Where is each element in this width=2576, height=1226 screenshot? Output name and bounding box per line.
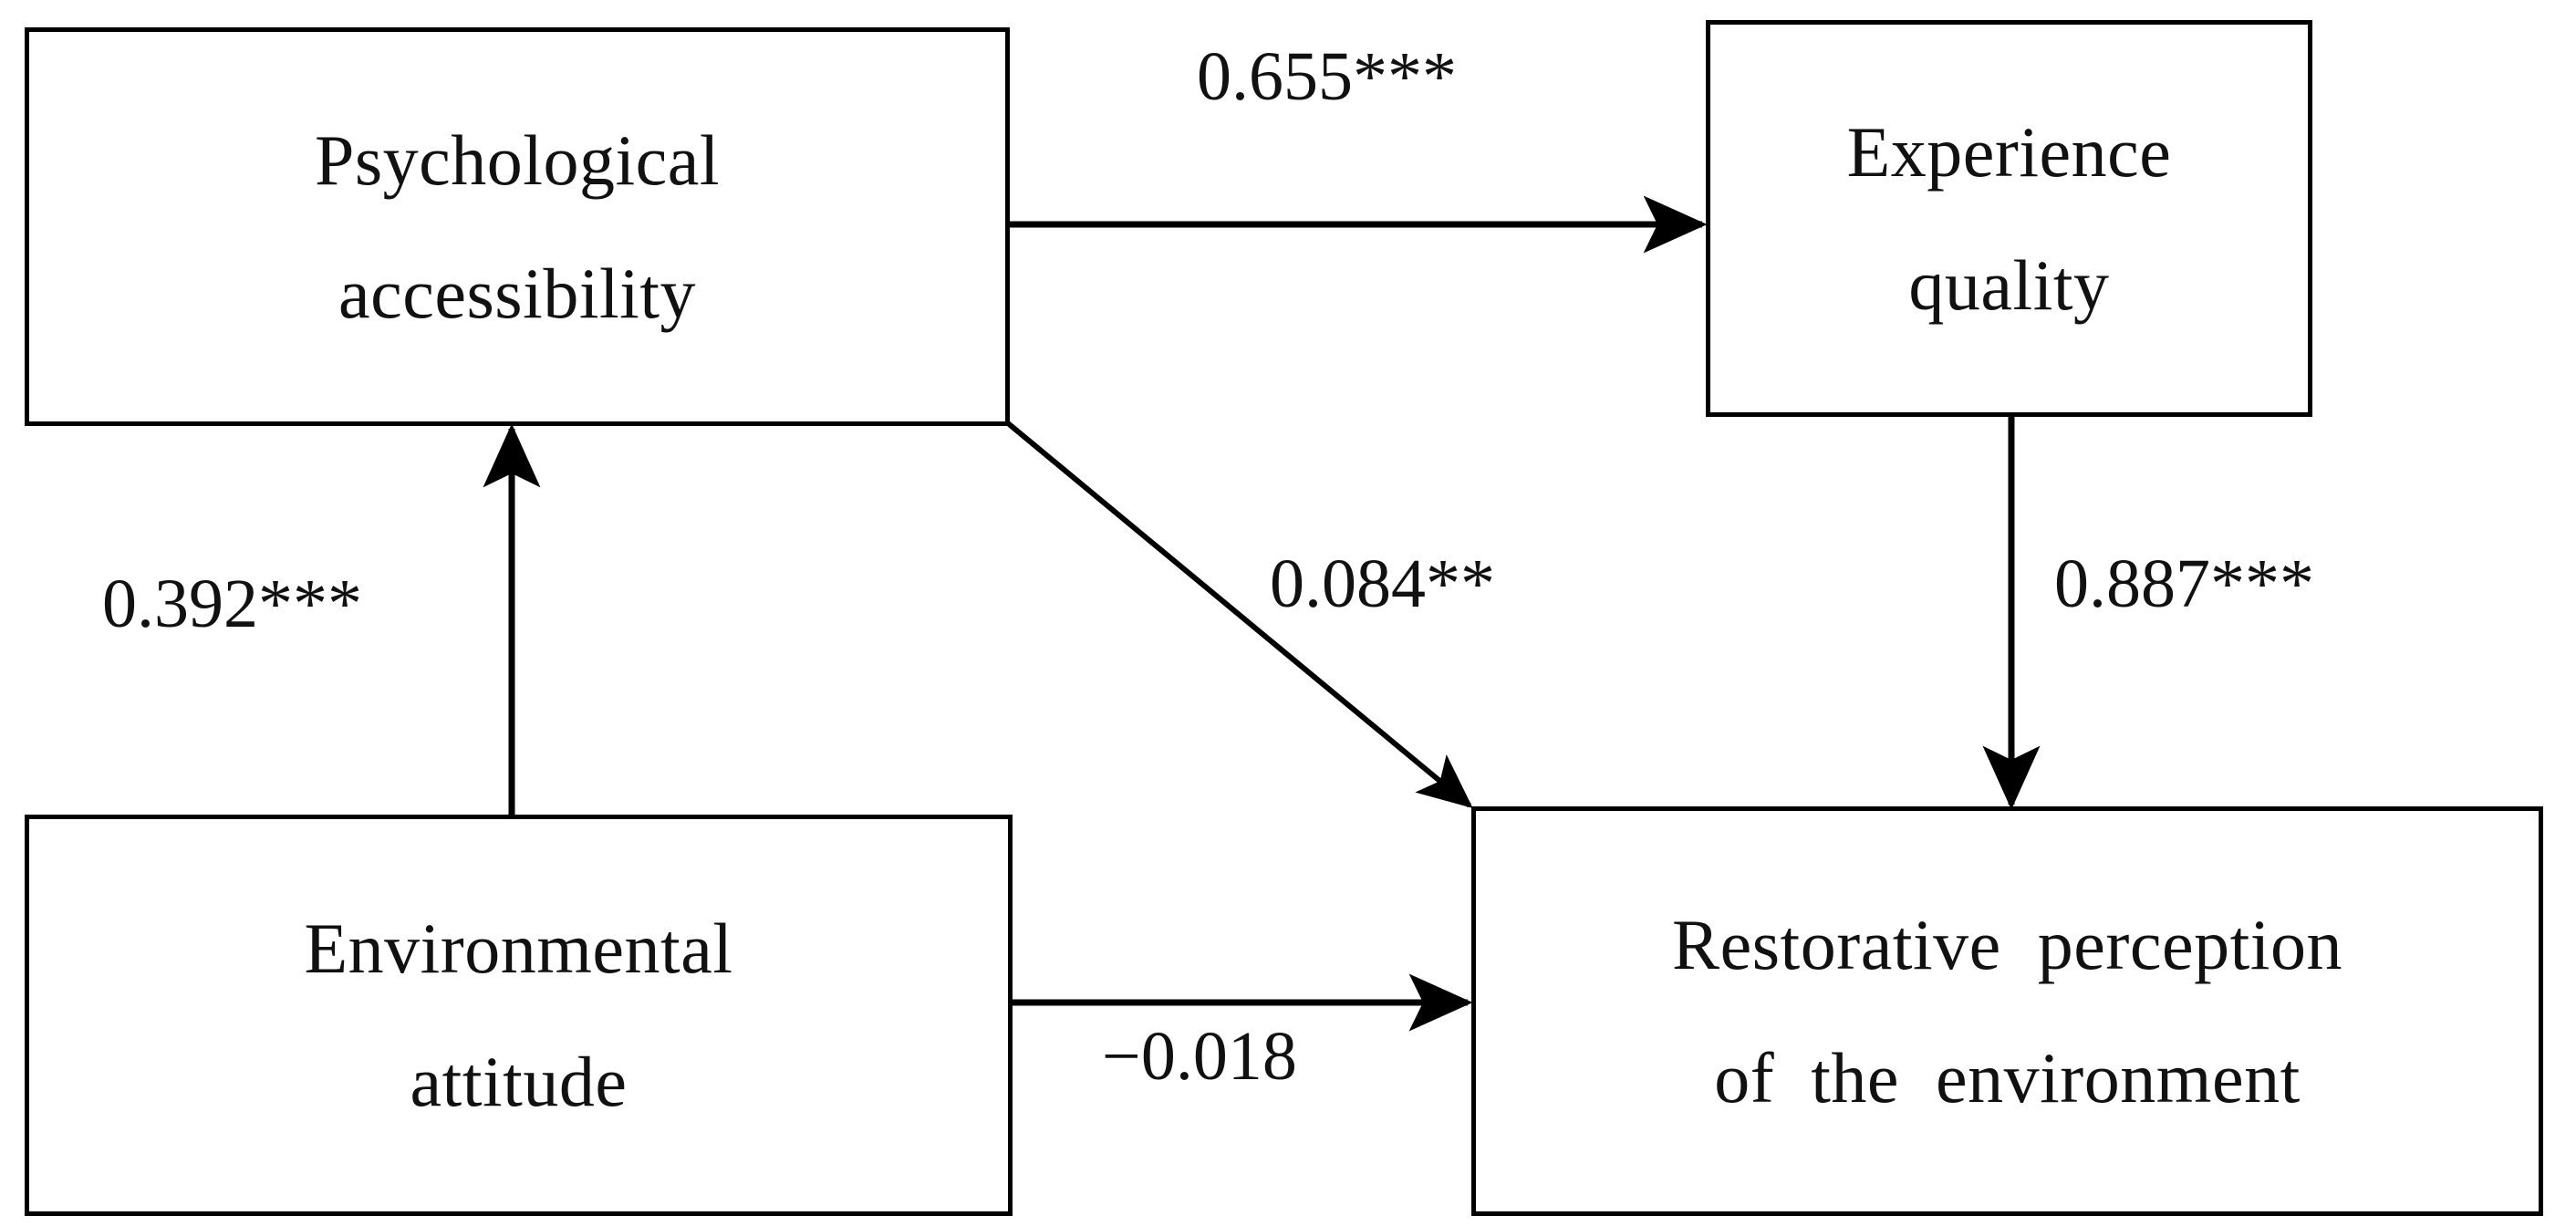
node-label-line1: Psychological	[314, 119, 721, 200]
node-label-line1: Environmental	[304, 909, 733, 988]
node-psychological-accessibility[interactable]: Psychological accessibility	[25, 27, 1010, 426]
node-label-line2: quality	[1908, 244, 2110, 325]
node-label-line2: of the environment	[1714, 1037, 2301, 1117]
edge-label-attitude-to-psych: 0.392***	[102, 566, 362, 642]
edge-label-psych-to-experience: 0.655***	[1197, 38, 1457, 115]
edge-label-attitude-to-restorative: −0.018	[1102, 1018, 1297, 1095]
node-label-line1: Experience	[1846, 111, 2172, 192]
edge-psych-to-restorative	[1006, 421, 1473, 809]
node-environmental-attitude[interactable]: Environmental attitude	[25, 815, 1013, 1216]
node-experience-quality[interactable]: Experience quality	[1706, 20, 2312, 417]
node-restorative-perception[interactable]: Restorative perception of the environmen…	[1471, 806, 2543, 1216]
node-label-line2: attitude	[410, 1042, 628, 1121]
edge-label-psych-to-restorative: 0.084**	[1270, 545, 1495, 622]
edge-label-experience-to-restorative: 0.887***	[2054, 545, 2314, 622]
node-label-line1: Restorative perception	[1672, 904, 2342, 984]
node-label-line2: accessibility	[338, 253, 697, 333]
